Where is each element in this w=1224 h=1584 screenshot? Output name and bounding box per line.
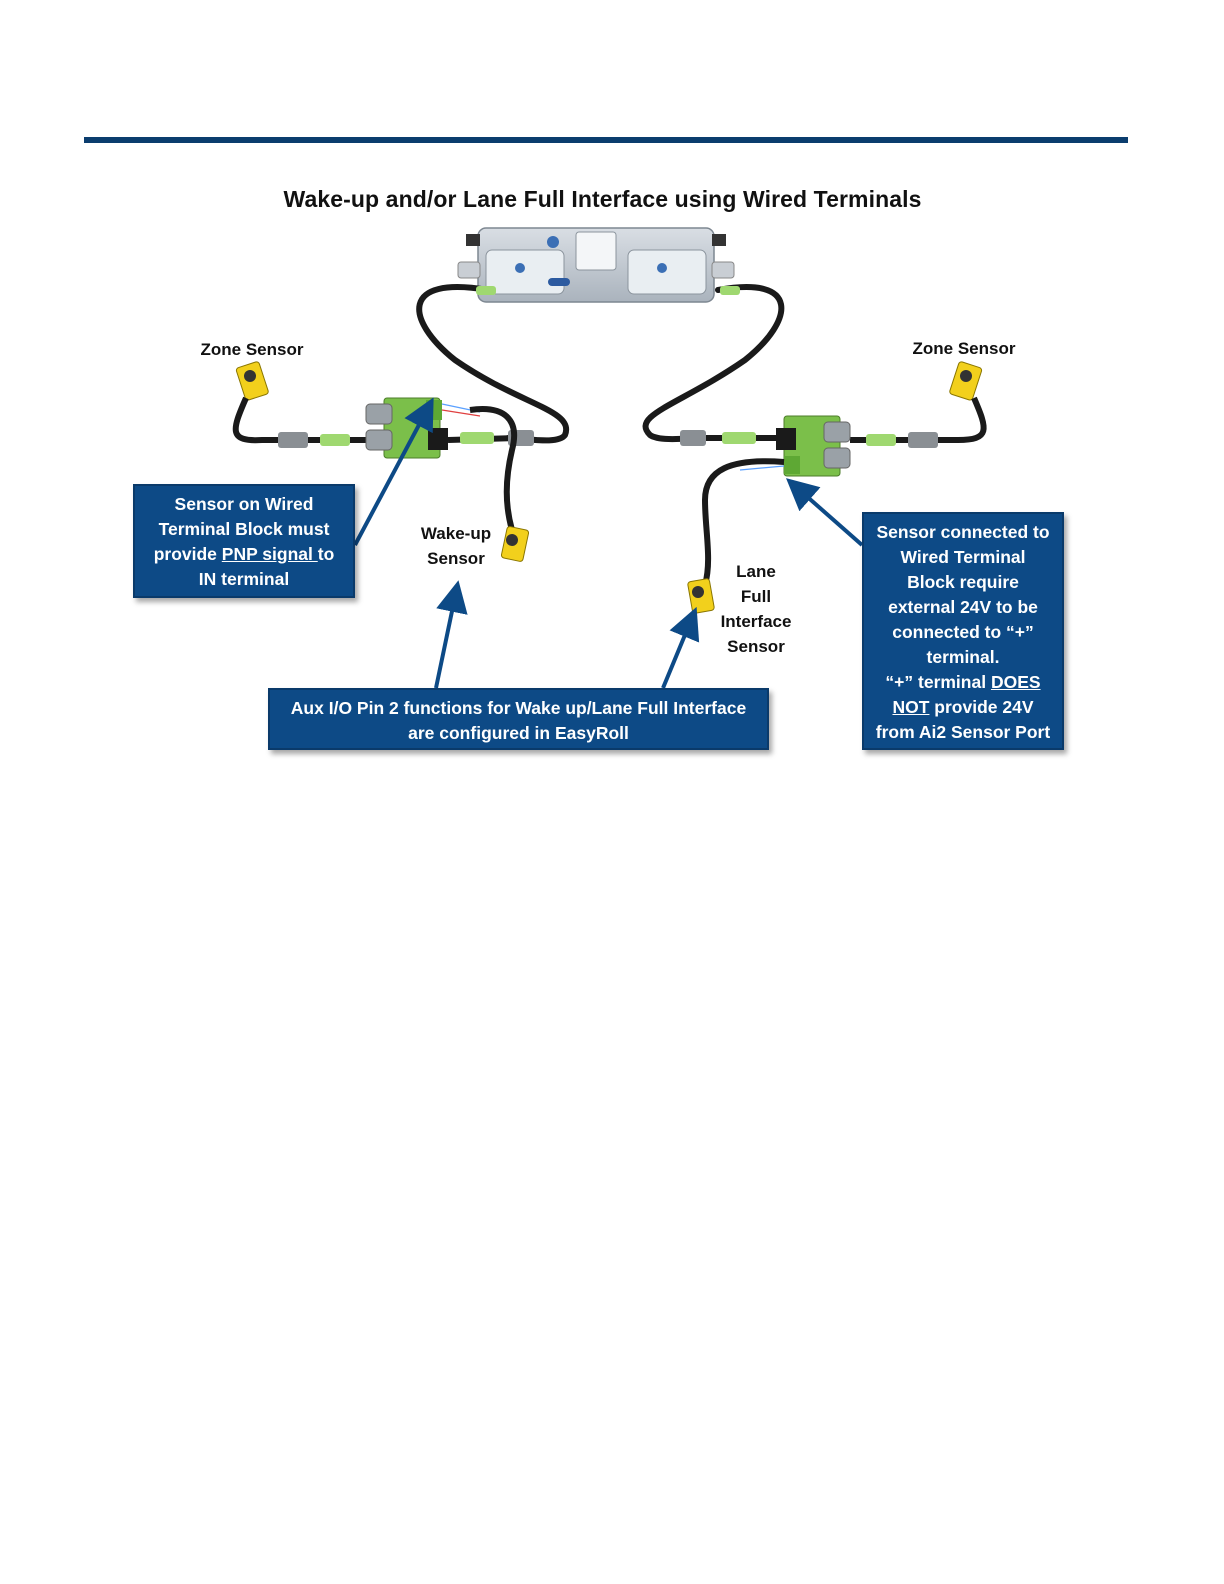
callout-right-line5: connected to “+” xyxy=(892,622,1034,642)
lane-label-line2: Full xyxy=(740,587,772,606)
callout-left-line3: provide PNP signal to xyxy=(135,542,353,567)
callout-bottom: Aux I/O Pin 2 functions for Wake up/Lane… xyxy=(268,688,769,750)
callout-right-line2: Wired Terminal xyxy=(900,547,1026,567)
callout-right-line8-post: provide 24V xyxy=(929,697,1034,717)
lane-full-sensor-label: Lane Full Interface Sensor xyxy=(708,559,804,659)
callout-left-line3-post: to xyxy=(317,544,335,564)
callout-left-line3-pre: provide xyxy=(153,544,222,564)
callout-right-line3: Block require xyxy=(907,572,1019,592)
lane-label-line1: Lane xyxy=(736,562,776,581)
right-main-cable xyxy=(642,284,785,443)
callout-left-line3-underlined: PNP signal xyxy=(221,544,318,564)
left-zone-sensor xyxy=(235,361,269,401)
arrow-wakeup xyxy=(434,580,468,689)
callout-right-line7: “+” terminal DOES xyxy=(864,670,1062,695)
right-zone-sensor xyxy=(949,361,983,401)
zone-sensor-right-label: Zone Sensor xyxy=(912,339,1016,358)
header-rule xyxy=(84,137,1128,143)
lane-label-line4: Sensor xyxy=(727,637,785,656)
wakeup-sensor-label: Wake-up Sensor xyxy=(410,521,502,571)
diagram-title: Wake-up and/or Lane Full Interface using… xyxy=(283,186,922,212)
wakeup-sensor xyxy=(500,526,530,562)
wiring-diagram xyxy=(232,227,987,689)
callout-right-line7-pre: “+” terminal xyxy=(885,672,991,692)
controller-module xyxy=(457,227,735,303)
zone-sensor-left-label: Zone Sensor xyxy=(200,340,304,359)
wakeup-label-line2: Sensor xyxy=(427,549,485,568)
arrow-left-callout xyxy=(353,397,434,546)
callout-bottom-line1: Aux I/O Pin 2 functions for Wake up/Lane… xyxy=(290,698,747,718)
callout-right-line8: NOT provide 24V xyxy=(864,695,1062,720)
callout-bottom-line2: are configured in EasyRoll xyxy=(408,723,629,743)
callout-left-line2: Terminal Block must xyxy=(158,519,330,539)
callout-right-line1: Sensor connected to xyxy=(876,522,1050,542)
callout-left-line1: Sensor on Wired xyxy=(174,494,314,514)
callout-right-line4: external 24V to be xyxy=(888,597,1038,617)
wakeup-label-line1: Wake-up xyxy=(420,524,492,543)
lane-full-sensor xyxy=(687,578,715,614)
callout-left: Sensor on Wired Terminal Block must prov… xyxy=(133,484,355,598)
left-main-cable xyxy=(416,284,570,444)
arrow-right-callout xyxy=(785,478,864,547)
callout-right-line9: from Ai2 Sensor Port xyxy=(875,722,1051,742)
callout-left-line4: IN terminal xyxy=(198,569,290,589)
lane-label-line3: Interface xyxy=(720,612,792,631)
right-terminal-block xyxy=(776,415,851,477)
callout-right: Sensor connected to Wired Terminal Block… xyxy=(862,512,1064,750)
arrow-lane-full xyxy=(661,606,700,689)
callout-right-line8-underlined: NOT xyxy=(892,697,930,717)
callout-right-line6: terminal. xyxy=(926,647,1000,667)
callout-right-line7-underlined: DOES xyxy=(990,672,1041,692)
